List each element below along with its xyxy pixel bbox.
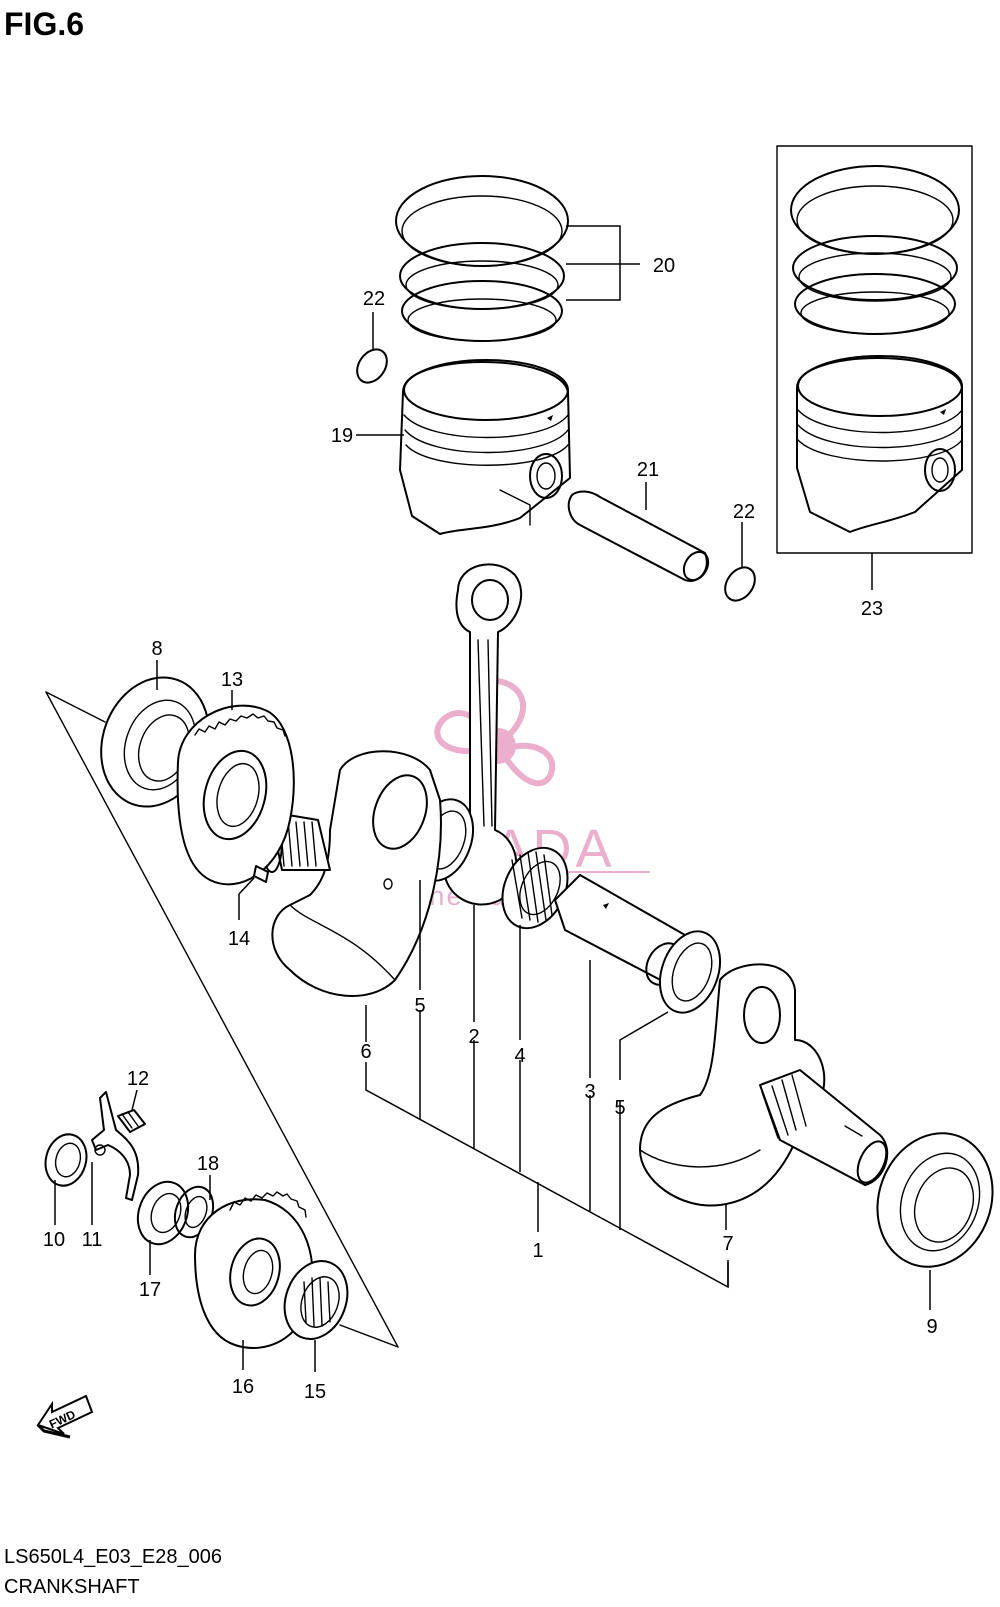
callout-16: 16	[232, 1376, 254, 1398]
callout-17: 17	[139, 1279, 161, 1301]
callout-2: 2	[468, 1026, 479, 1048]
callout-3: 3	[584, 1081, 595, 1103]
callout-8: 8	[151, 638, 162, 660]
diagram-name: CRANKSHAFT	[4, 1576, 140, 1598]
piston	[399, 359, 571, 535]
spacer	[136, 1180, 190, 1246]
bolt	[117, 1109, 146, 1133]
leader-lines	[54, 225, 931, 1372]
crank-gear	[176, 704, 295, 886]
callout-6: 6	[360, 1041, 371, 1063]
callout-9: 9	[926, 1316, 937, 1338]
piston-pin	[567, 490, 710, 582]
retainer-plate	[91, 1091, 140, 1201]
callout-21: 21	[637, 459, 659, 481]
callout-10: 10	[43, 1229, 65, 1251]
figure-title: FIG.6	[4, 6, 85, 42]
callout-13: 13	[221, 669, 243, 691]
piston-ring-set	[395, 175, 569, 342]
piston-ring-set-box	[776, 145, 973, 554]
splined-hub	[283, 1260, 349, 1340]
piston-pin-circlip-left	[356, 348, 388, 384]
crankshaft-bearing-right	[876, 1132, 994, 1268]
callout-23: 23	[861, 598, 883, 620]
callout-11: 11	[82, 1229, 103, 1251]
callout-22-left: 22	[363, 288, 385, 310]
fwd-arrow-icon: FWD	[36, 1394, 94, 1439]
callout-15: 15	[304, 1381, 326, 1403]
woodruff-key	[253, 865, 269, 883]
thrust-washer-right	[659, 930, 721, 1014]
callout-5-right: 5	[614, 1097, 625, 1119]
callout-20: 20	[653, 255, 675, 277]
callout-22-right: 22	[733, 501, 755, 523]
section-boundary-line	[45, 691, 399, 1348]
callout-19: 19	[331, 425, 353, 447]
callout-12: 12	[127, 1068, 149, 1090]
crankshaft-right	[639, 963, 889, 1207]
callout-5-left: 5	[414, 995, 425, 1017]
piston-pin-circlip-right	[724, 566, 756, 602]
diagram-code: LS650L4_E03_E28_006	[4, 1546, 222, 1568]
callout-14: 14	[228, 928, 250, 950]
callout-7: 7	[722, 1233, 733, 1255]
callout-18: 18	[197, 1153, 219, 1175]
callout-1: 1	[532, 1240, 543, 1262]
oil-seal	[44, 1133, 88, 1187]
callout-numbers: 1 2 3 4 5 5 6 7 8 9 10 11 12 13 14 15 16…	[43, 255, 938, 1403]
callout-4: 4	[514, 1045, 525, 1067]
